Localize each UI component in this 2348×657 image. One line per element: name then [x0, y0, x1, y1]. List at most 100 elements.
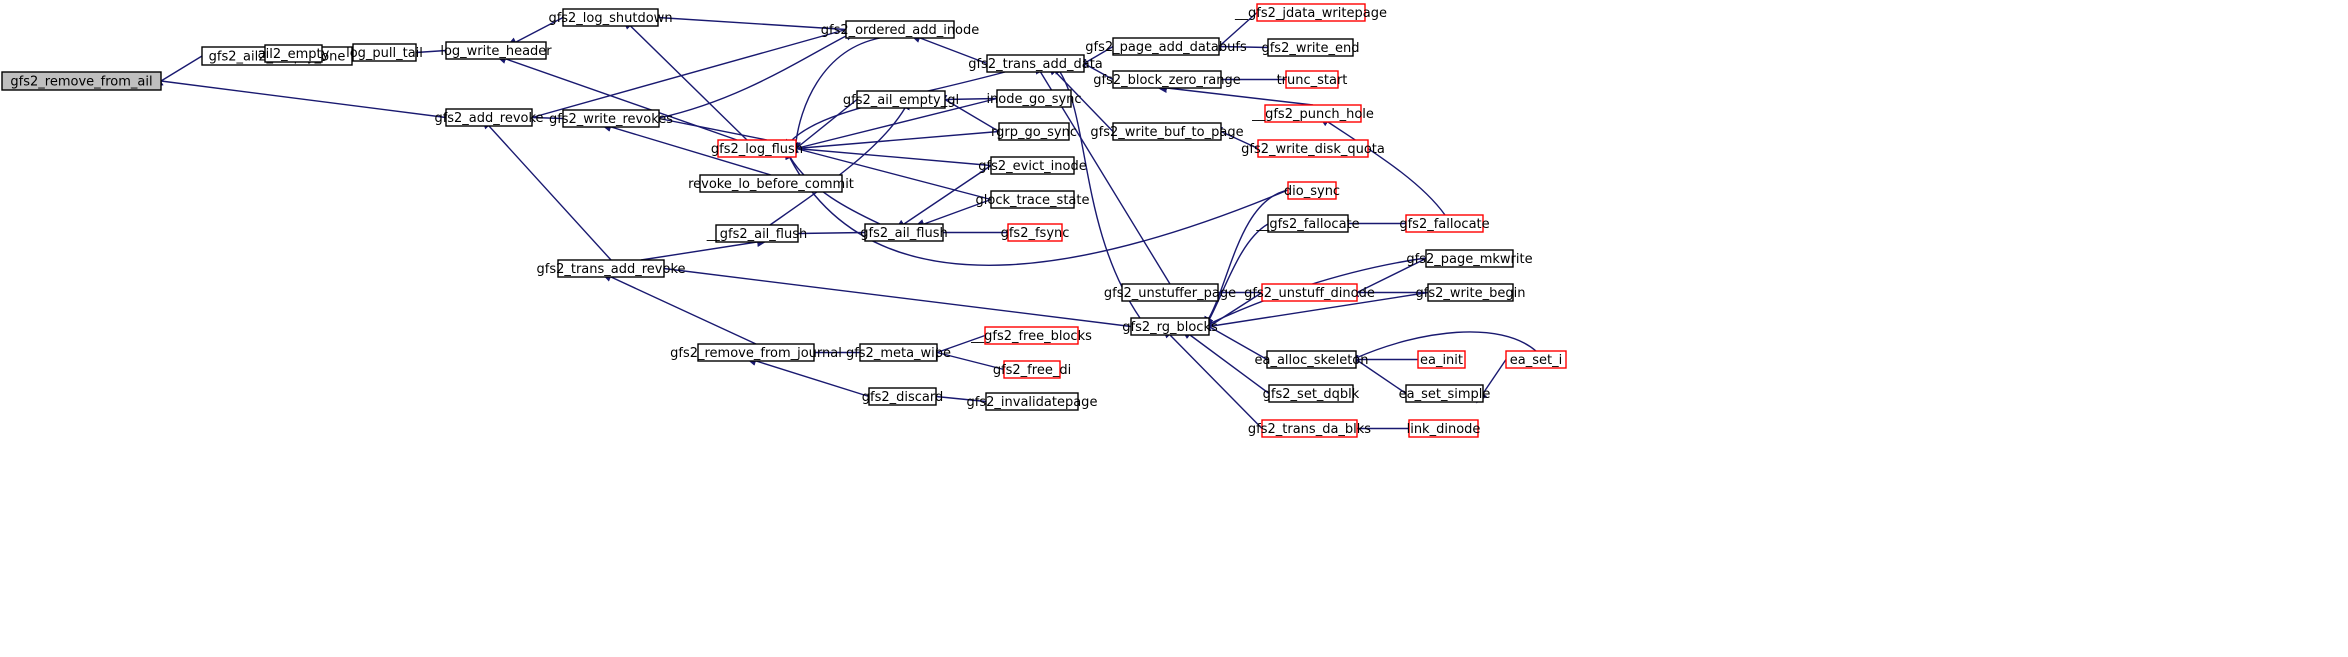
node-box [717, 139, 797, 158]
call-edge [925, 347, 1005, 371]
node-box [1112, 122, 1222, 141]
graph-node[interactable]: log_pull_tail [346, 43, 423, 62]
graph-node[interactable]: gfs2_write_buf_to_page [1090, 122, 1244, 141]
graph-node[interactable]: ea_set_i [1505, 350, 1567, 369]
node-label: gfs2_unstuff_dinode [1244, 286, 1375, 301]
graph-node[interactable]: gfs2_fallocate [1399, 214, 1490, 233]
node-label: gfs2_remove_from_ail [10, 75, 152, 90]
node-label: revoke_lo_before_commit [688, 177, 854, 192]
node-box [996, 89, 1072, 108]
node-label: gfs2_write_revokes [549, 112, 673, 127]
node-label: trunc_start [1277, 73, 1348, 88]
node-label: gfs2_trans_add_data [968, 57, 1103, 72]
graph-node[interactable]: glock_trace_state [976, 190, 1090, 209]
graph-node[interactable]: gfs2_ail_flush [860, 223, 948, 242]
node-label: gfs2_block_zero_range [1093, 73, 1241, 88]
node-label: __gfs2_fallocate [1255, 217, 1359, 232]
node-label: gfs2_rg_blocks [1122, 320, 1218, 335]
call-edge [480, 117, 612, 261]
call-edge [1197, 291, 1429, 332]
graph-node[interactable]: gfs2_block_zero_range [1093, 70, 1241, 89]
graph-node[interactable]: trunc_start [1277, 70, 1348, 89]
node-box [864, 223, 944, 242]
graph-node[interactable]: inode_go_sync [986, 89, 1082, 108]
graph-node[interactable]: gfs2_write_end [1261, 38, 1360, 57]
call-edge [784, 97, 998, 154]
call-edge [744, 356, 870, 398]
graph-node[interactable]: rgrp_go_sync [991, 122, 1077, 141]
node-box [845, 20, 955, 39]
call-edge [149, 76, 447, 119]
call-edge [494, 54, 738, 141]
graph-node[interactable]: __gfs2_punch_hole [1251, 104, 1374, 123]
graph-node[interactable]: __gfs2_fallocate [1255, 214, 1360, 233]
node-label: ea_set_i [1510, 353, 1562, 368]
graph-node[interactable]: gfs2_trans_da_blks [1248, 419, 1371, 438]
call-edge [646, 12, 847, 31]
node-label: gfs2_discard [862, 390, 944, 405]
node-box [1130, 317, 1210, 336]
node-box [1121, 283, 1219, 302]
call-edge [647, 113, 768, 141]
node-box [986, 54, 1085, 73]
node-box [1003, 360, 1061, 379]
graph-node[interactable]: ea_init [1417, 350, 1466, 369]
graph-node[interactable]: gfs2_log_shutdown [548, 8, 673, 27]
graph-node[interactable]: gfs2_trans_add_revoke [536, 259, 686, 278]
graph-node[interactable]: gfs2_ail_empty_gl [843, 90, 959, 109]
call-edge [784, 130, 1000, 154]
graph-node[interactable]: gfs2_ordered_add_inode [821, 20, 980, 39]
graph-node[interactable]: gfs2_add_revoke [434, 108, 544, 127]
graph-node[interactable]: gfs2_unstuffer_page [1104, 283, 1236, 302]
node-box [445, 41, 547, 60]
call-edge [404, 47, 447, 58]
node-label: gfs2_trans_add_revoke [536, 262, 685, 277]
graph-node[interactable]: gfs2_log_flush [711, 139, 803, 158]
node-label: gfs2_ordered_add_inode [821, 23, 980, 38]
call-edge [783, 146, 881, 225]
graph-node[interactable]: gfs2_trans_add_data [968, 54, 1103, 73]
graph-node[interactable]: gfs2_fsync [1001, 223, 1070, 242]
graph-node[interactable]: gfs2_page_add_databufs [1085, 37, 1247, 56]
graph-node[interactable]: gfs2_write_revokes [549, 109, 673, 128]
graph-node[interactable]: __gfs2_free_blocks [970, 326, 1092, 345]
graph-node[interactable]: dio_sync [1284, 181, 1340, 200]
graph-node[interactable]: ail2_empty [258, 44, 330, 63]
graph-node[interactable]: gfs2_free_di [993, 360, 1071, 379]
graph-node[interactable]: gfs2_meta_wipe [846, 343, 951, 362]
graph-node-root[interactable]: gfs2_remove_from_ail [1, 71, 162, 91]
node-label: gfs2_ail_empty_gl [843, 93, 959, 108]
graph-node[interactable]: link_dinode [1407, 419, 1481, 438]
graph-node[interactable]: revoke_lo_before_commit [688, 174, 854, 193]
graph-node[interactable]: gfs2_set_dqblk [1263, 384, 1360, 403]
call-edge [925, 334, 986, 358]
graph-node[interactable]: gfs2_unstuff_dinode [1244, 283, 1375, 302]
call-edge [1073, 45, 1114, 70]
node-label: log_write_header [440, 44, 552, 59]
call-edge [908, 33, 988, 65]
call-edge [934, 93, 1000, 133]
graph-node[interactable]: gfs2_invalidatepage [967, 392, 1098, 411]
node-label: gfs2_page_add_databufs [1085, 40, 1247, 55]
graph-node[interactable]: __gfs2_jdata_writepage [1234, 3, 1387, 22]
node-label: log_pull_tail [346, 46, 423, 61]
graph-node[interactable]: gfs2_remove_from_journal [670, 343, 842, 362]
graph-node[interactable]: gfs2_evict_inode [978, 156, 1087, 175]
node-label: ail2_empty [258, 47, 330, 62]
graph-node[interactable]: ea_alloc_skeleton [1255, 350, 1369, 369]
graph-node[interactable]: ea_set_simple [1399, 384, 1491, 403]
graph-node[interactable]: gfs2_rg_blocks [1122, 317, 1218, 336]
graph-node[interactable]: log_write_header [440, 41, 552, 60]
graph-node[interactable]: gfs2_discard [862, 387, 944, 406]
node-label: gfs2_add_revoke [434, 111, 543, 126]
graph-node[interactable]: __gfs2_ail_flush [706, 224, 808, 243]
node-box [1417, 350, 1466, 369]
call-edge [1210, 126, 1259, 150]
node-box [1405, 214, 1484, 233]
node-box [984, 326, 1079, 345]
call-edge [784, 147, 1289, 266]
graph-node[interactable]: gfs2_page_mkwrite [1406, 249, 1533, 268]
graph-node[interactable]: gfs2_write_disk_quota [1241, 139, 1385, 158]
graph-node[interactable]: gfs2_write_begin [1416, 283, 1526, 302]
node-label: dio_sync [1284, 184, 1340, 199]
